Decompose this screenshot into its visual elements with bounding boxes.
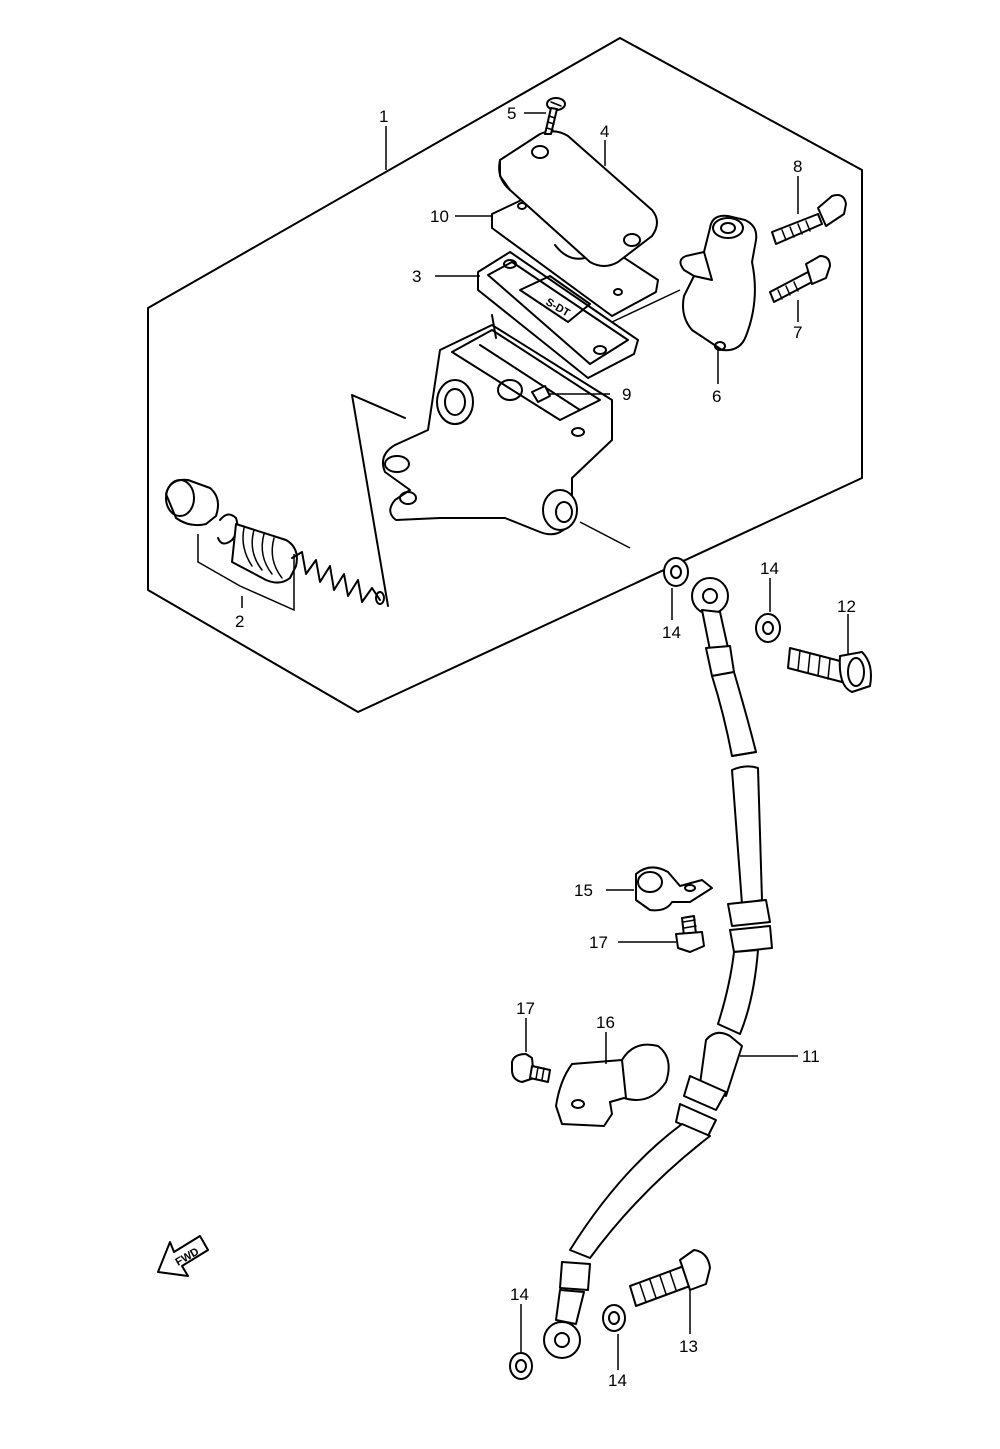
clamp-bolt-17-upper [675, 915, 705, 953]
union-bolt-13 [629, 1249, 711, 1307]
callout-16: 16 [596, 1013, 615, 1032]
diaphragm-plate: S-DT [477, 251, 639, 379]
callout-14-lower-left: 14 [510, 1285, 529, 1304]
clamp-bolt-17-lower [511, 1053, 551, 1083]
holder-bolt-7 [769, 255, 831, 303]
callout-7: 7 [793, 323, 802, 342]
piston-set [165, 478, 385, 612]
hose-clamp-16 [555, 1043, 670, 1127]
master-cylinder-body [351, 314, 613, 607]
reservoir-cap [498, 130, 658, 267]
callout-6: 6 [712, 387, 721, 406]
callout-15: 15 [574, 881, 593, 900]
callout-4: 4 [600, 122, 609, 141]
callout-1: 1 [379, 107, 388, 126]
callout-8: 8 [793, 157, 802, 176]
plug-item-9 [531, 385, 551, 403]
callout-5: 5 [507, 104, 516, 123]
callout-10: 10 [430, 207, 449, 226]
callout-17-upper: 17 [589, 933, 608, 952]
master-cylinder-holder [679, 214, 758, 352]
callout-12: 12 [837, 597, 856, 616]
gasket-washer-upper-right [755, 613, 781, 643]
callout-14-lower-right: 14 [608, 1371, 627, 1390]
fwd-direction-arrow: FWD [157, 1235, 209, 1277]
gasket-washer-upper-left [663, 557, 689, 587]
leader-lines [241, 112, 849, 1370]
assembly-boundary [147, 37, 863, 713]
union-bolt-12 [787, 647, 872, 693]
callout-3: 3 [412, 267, 421, 286]
callout-labels: 1 2 3 4 5 6 7 8 9 10 11 12 13 14 14 14 1… [235, 104, 856, 1390]
gasket-washer-lower-left [509, 1352, 533, 1380]
cap-screw [544, 97, 566, 135]
clutch-hose [543, 577, 773, 1359]
callout-13: 13 [679, 1337, 698, 1356]
callout-11: 11 [802, 1047, 820, 1066]
callout-17-lower: 17 [516, 999, 535, 1018]
hose-clamp-15 [635, 866, 713, 912]
callout-2: 2 [235, 612, 244, 631]
callout-9: 9 [622, 385, 631, 404]
holder-bolt-8 [771, 194, 847, 245]
callout-14-upper-right: 14 [760, 559, 779, 578]
gasket-washer-lower-right [602, 1304, 626, 1332]
callout-14-upper-left: 14 [662, 623, 681, 642]
